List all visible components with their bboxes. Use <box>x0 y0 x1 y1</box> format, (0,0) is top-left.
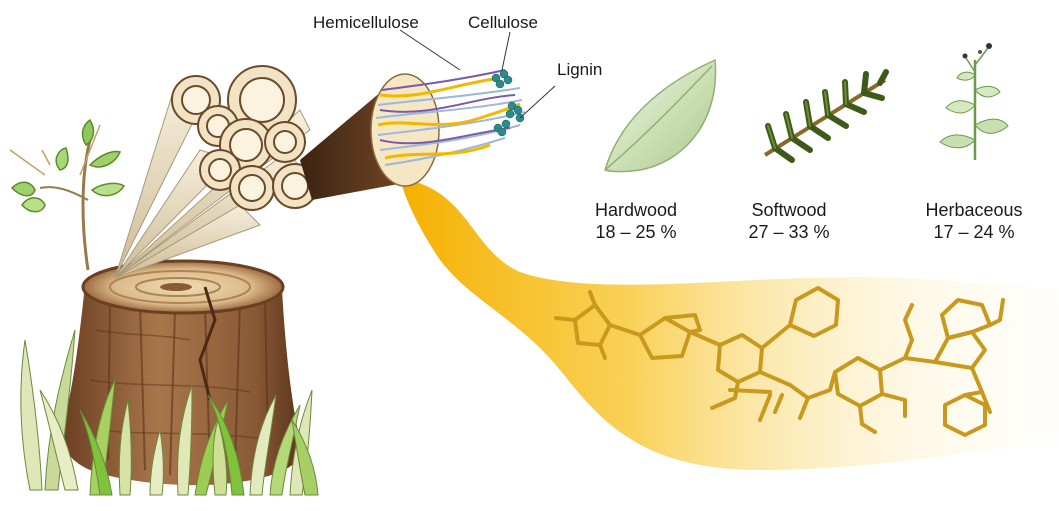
hardwood-range: 18 – 25 % <box>566 221 706 243</box>
leaf-icon <box>605 60 716 172</box>
softwood-name: Softwood <box>719 199 859 221</box>
cellulose-label: Cellulose <box>468 13 538 33</box>
hemicellulose-label: Hemicellulose <box>313 13 419 33</box>
hardwood-caption: Hardwood 18 – 25 % <box>566 199 706 243</box>
hardwood-name: Hardwood <box>566 199 706 221</box>
softwood-caption: Softwood 27 – 33 % <box>719 199 859 243</box>
herbaceous-name: Herbaceous <box>904 199 1044 221</box>
conifer-branch-icon <box>765 72 886 160</box>
herb-plant-icon <box>940 43 1008 160</box>
sapling <box>10 120 124 270</box>
lignin-label: Lignin <box>557 60 602 80</box>
microfibril-bundle <box>300 70 525 200</box>
herbaceous-range: 17 – 24 % <box>904 221 1044 243</box>
herbaceous-caption: Herbaceous 17 – 24 % <box>904 199 1044 243</box>
softwood-range: 27 – 33 % <box>719 221 859 243</box>
